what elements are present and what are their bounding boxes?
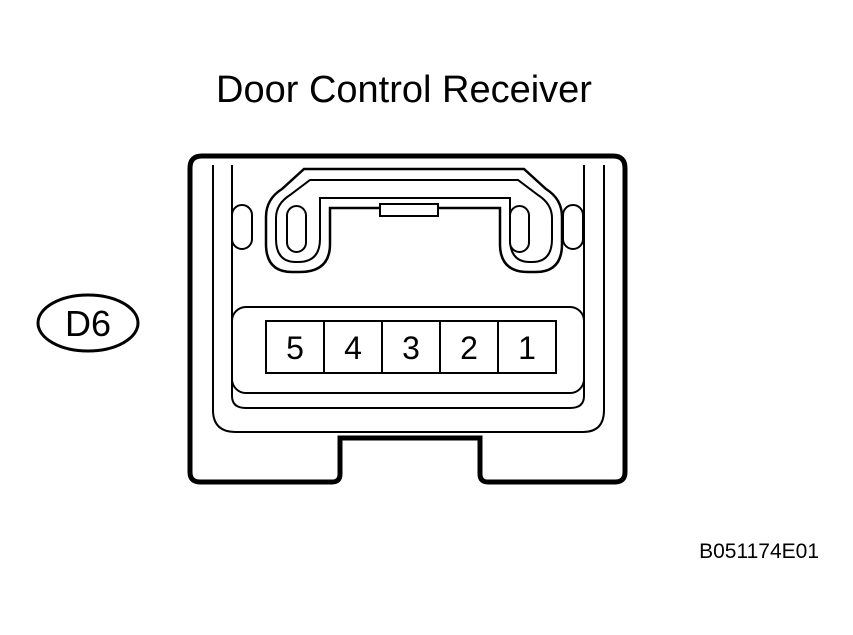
- diagram-title: Door Control Receiver: [216, 69, 592, 111]
- pin-row: 5 4 3 2 1: [265, 320, 557, 374]
- pin-number: 4: [344, 330, 362, 366]
- connector-inner-rim: [231, 165, 585, 409]
- pin-number: 1: [518, 330, 536, 366]
- connector-code-badge: D6: [36, 293, 140, 353]
- connector-code-label: D6: [65, 303, 111, 344]
- pin-cell: 4: [323, 320, 383, 374]
- pin-cell: 5: [265, 320, 325, 374]
- pin-number: 5: [286, 330, 304, 366]
- guide-slot-right: [562, 204, 584, 250]
- pin-cell-box: [323, 320, 383, 374]
- latch-slot-right: [509, 205, 530, 253]
- pin-cell-box: [497, 320, 557, 374]
- connector-inner-frame: [212, 165, 605, 433]
- pin-number: 2: [460, 330, 478, 366]
- connector-latch: [264, 167, 564, 274]
- pin-number: 3: [402, 330, 420, 366]
- latch-slot-left: [286, 205, 307, 253]
- pin-cell: 2: [439, 320, 499, 374]
- pin-cell-box: [439, 320, 499, 374]
- latch-tab: [379, 203, 439, 217]
- guide-slot-left: [231, 204, 253, 250]
- pin-cell: 1: [497, 320, 557, 374]
- figure-id: B051174E01: [699, 540, 819, 563]
- pin-cell-box: [381, 320, 441, 374]
- pin-cell: 3: [381, 320, 441, 374]
- connector-latch-inner: [275, 179, 553, 263]
